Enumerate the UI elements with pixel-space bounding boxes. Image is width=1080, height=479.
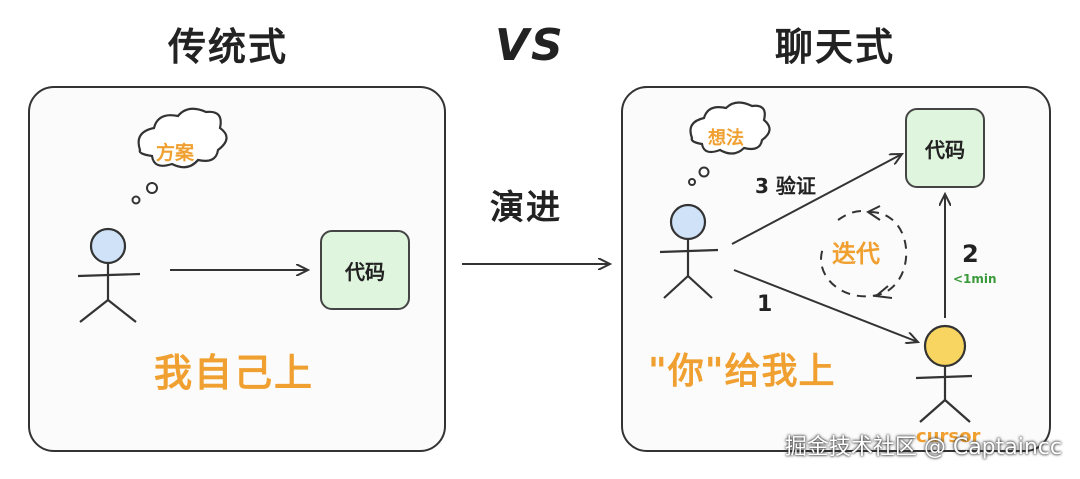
watermark-text: 掘金技术社区 @ Captaincc: [784, 435, 1062, 460]
arrow-request: [733, 269, 918, 342]
time-label: <1min: [953, 272, 997, 286]
left-thought-cloud-icon: [131, 107, 228, 205]
left-caption: 我自己上: [154, 351, 315, 395]
cursor-agent-icon: [915, 324, 973, 423]
left-title: 传统式: [168, 25, 289, 69]
step1-label: 1: [757, 292, 773, 317]
vs-label: VS: [495, 20, 565, 71]
right-title: 聊天式: [775, 25, 896, 69]
left-code-box: 代码: [320, 230, 410, 310]
left-thought-text: 方案: [156, 142, 195, 164]
right-caption: "你"给我上: [648, 351, 836, 392]
step2-label: 2: [962, 240, 979, 268]
arrow-verify: [731, 154, 902, 245]
right-thought-cloud-icon: [688, 101, 771, 186]
iterate-arrowhead-bottom: [873, 285, 893, 299]
step3-label: 3 验证: [755, 174, 816, 198]
right-person-icon: [659, 203, 719, 299]
right-thought-text: 想法: [708, 128, 744, 149]
iterate-label: 迭代: [832, 240, 880, 268]
iterate-arrowhead-top: [866, 205, 881, 221]
right-code-box: 代码: [905, 108, 985, 188]
evolve-label: 演进: [490, 188, 562, 228]
left-person-icon: [77, 227, 141, 323]
cursor-label: cursor: [916, 426, 981, 447]
